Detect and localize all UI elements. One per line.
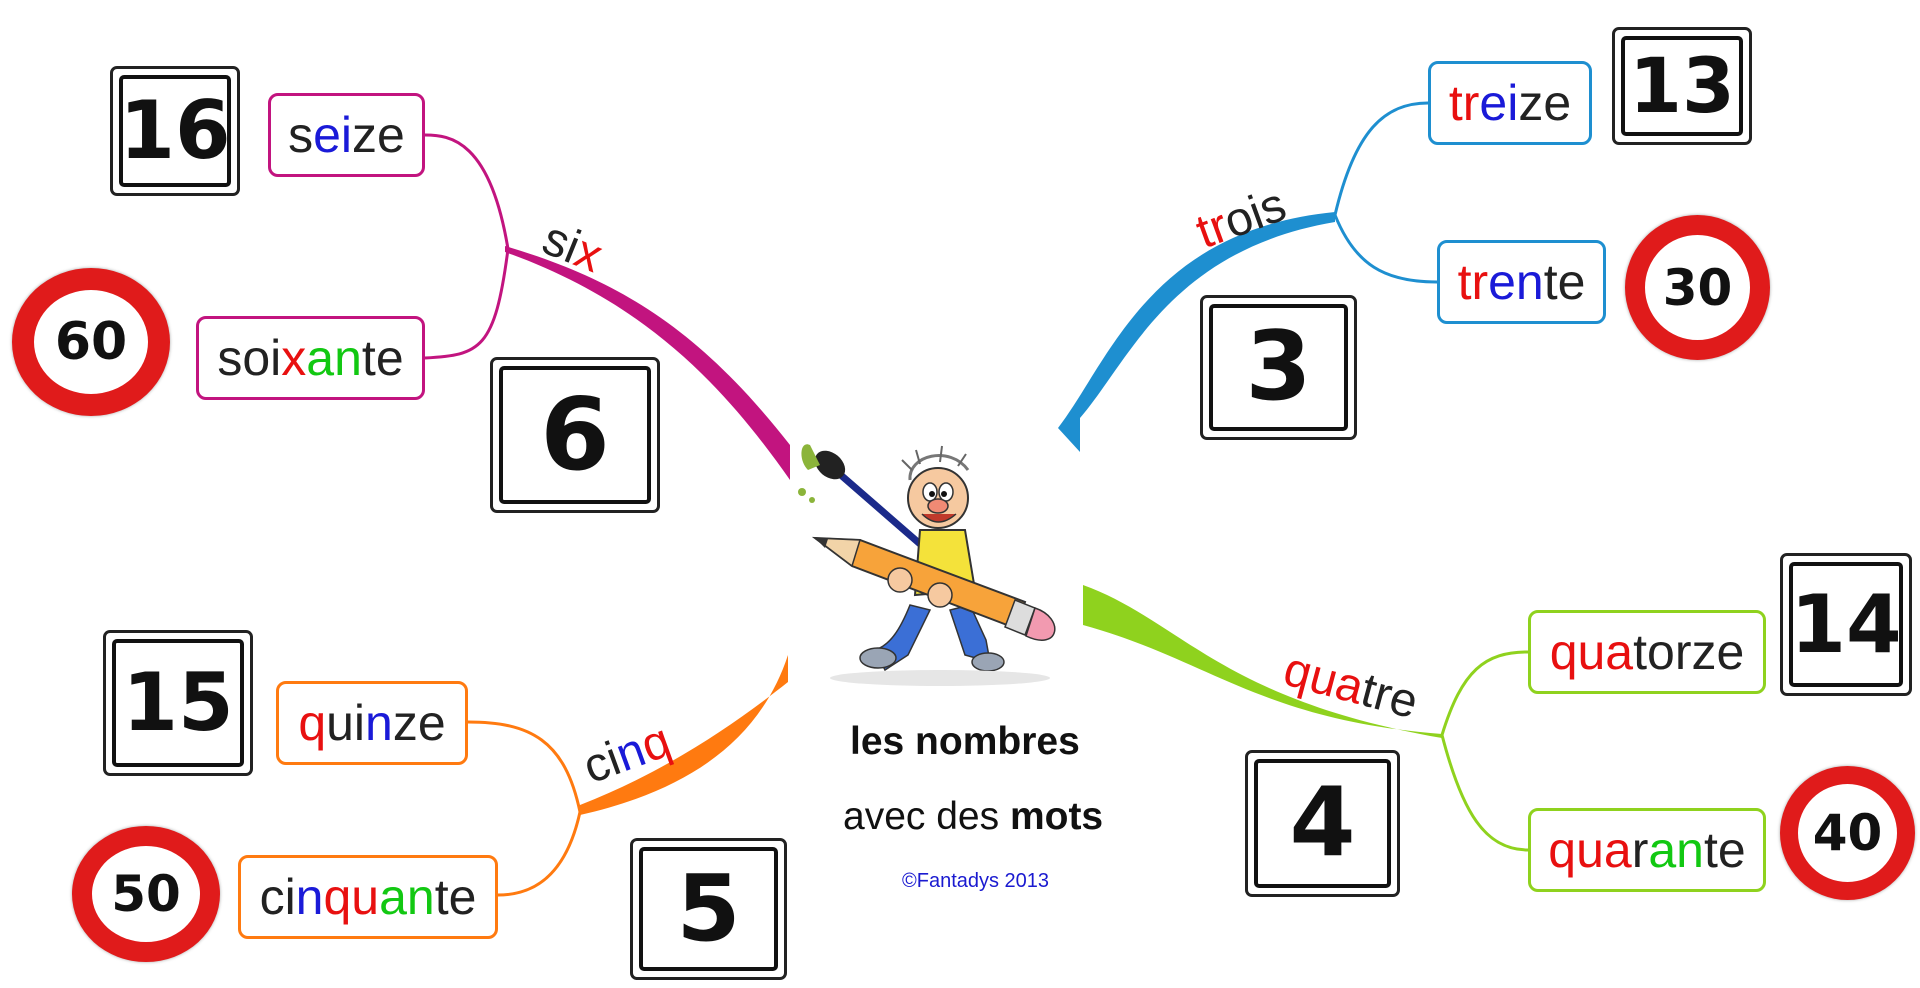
word-segment: ui xyxy=(326,695,366,751)
trois-speed-sign: 30 xyxy=(1625,215,1770,360)
quatre-speed-sign: 40 xyxy=(1780,766,1915,900)
quatre-number-upper: 14 xyxy=(1790,577,1902,671)
six-digit-sign: 6 xyxy=(490,357,660,513)
center-title-plain: avec des xyxy=(843,795,1010,838)
cinq-upper-connector xyxy=(467,720,582,813)
word-segment: tr xyxy=(1457,254,1489,310)
word-segment: x xyxy=(281,330,307,386)
word-segment: qua xyxy=(1548,822,1632,878)
word-segment: n xyxy=(365,695,393,751)
word-segment: an xyxy=(306,330,362,386)
word-segment: soi xyxy=(217,330,282,386)
six-speed-sign: 60 xyxy=(12,268,170,416)
word-segment: ze xyxy=(352,107,405,163)
word-segment: n xyxy=(295,869,324,925)
quatre-lower-connector xyxy=(1440,734,1529,852)
trois-main-branch xyxy=(1058,212,1335,452)
cinq-digit: 5 xyxy=(676,855,741,962)
word-segment: te xyxy=(361,330,404,386)
word-segment: an xyxy=(379,869,435,925)
six-lower-connector xyxy=(424,248,510,360)
quatre-digit: 4 xyxy=(1289,768,1356,878)
center-title-line1: les nombres xyxy=(850,720,1080,763)
six-number-upper: 16 xyxy=(119,84,231,177)
quatre-digit-sign: 4 xyxy=(1245,750,1400,897)
trois-number-upper: 13 xyxy=(1629,41,1735,130)
six-number-upper-sign: 16 xyxy=(110,66,240,196)
cinq-number-upper-sign: 15 xyxy=(103,630,253,776)
center-title-line2: avec des mots xyxy=(843,795,1103,839)
word-segment: an xyxy=(1648,822,1704,878)
word-segment: s xyxy=(288,107,314,163)
trois-digit: 3 xyxy=(1245,312,1312,422)
cinq-speed-sign: 50 xyxy=(72,826,220,962)
trois-digit-sign: 3 xyxy=(1200,295,1357,440)
six-upper-connector xyxy=(424,133,510,250)
word-segment: ze xyxy=(392,695,446,751)
word-segment: q xyxy=(298,695,327,751)
quatre-number-lower: 40 xyxy=(1812,804,1883,862)
word-segment: ei xyxy=(313,107,353,163)
word-segment: qu xyxy=(323,869,380,925)
word-segment: r xyxy=(1631,822,1649,878)
quatre-number-upper-sign: 14 xyxy=(1780,553,1912,696)
trois-number-lower: 30 xyxy=(1662,258,1733,317)
word-segment: ei xyxy=(1479,75,1519,131)
trois-upper-connector xyxy=(1333,101,1429,216)
word-segment: ci xyxy=(259,869,296,925)
cinq-lower-connector xyxy=(497,811,582,897)
word-segment: te xyxy=(434,869,477,925)
copyright-text: ©Fantadys 2013 xyxy=(902,870,1050,892)
word-segment: qua xyxy=(1549,624,1634,680)
cinq-digit-sign: 5 xyxy=(630,838,787,980)
center-title-bold: mots xyxy=(1009,795,1104,838)
six-number-lower: 60 xyxy=(54,312,128,372)
word-segment: ze xyxy=(1518,75,1572,131)
word-segment: en xyxy=(1488,254,1544,310)
trois-lower-connector xyxy=(1333,214,1438,284)
cinq-number-upper: 15 xyxy=(122,656,234,749)
word-segment: torze xyxy=(1633,624,1745,680)
quatre-upper-connector xyxy=(1440,650,1529,736)
word-segment: te xyxy=(1543,254,1586,310)
trois-number-upper-sign: 13 xyxy=(1612,27,1752,145)
cinq-main-branch xyxy=(580,655,788,815)
cinq-number-lower: 50 xyxy=(111,865,181,923)
pencil-character-illustration xyxy=(798,444,1056,686)
word-segment: te xyxy=(1704,822,1746,878)
six-digit: 6 xyxy=(540,376,610,493)
word-segment: tr xyxy=(1448,75,1480,131)
